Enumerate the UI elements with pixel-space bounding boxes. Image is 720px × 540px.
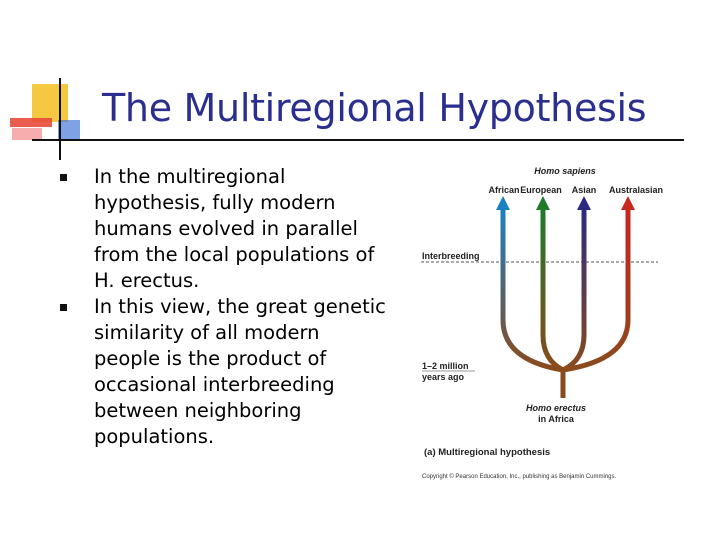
bullet-text: In the multiregional hypothesis, fully m… — [94, 165, 375, 292]
time-label-line2: years ago — [422, 372, 465, 382]
arrowhead-australasian — [621, 196, 635, 210]
bullet-item: In the multiregional hypothesis, fully m… — [60, 164, 390, 294]
branch-asian — [561, 210, 587, 373]
lineage-label-australasian: Australasian — [609, 185, 663, 195]
logo-red-bar — [10, 118, 52, 127]
bullet-item: In this view, the great genetic similari… — [60, 294, 390, 450]
branch-european — [540, 210, 565, 373]
lineage-label-african: African — [488, 185, 519, 195]
logo-red-square — [12, 128, 42, 140]
copyright-note: Copyright © Pearson Education, Inc., pub… — [422, 473, 617, 480]
branch-african — [500, 210, 564, 373]
root-label-line2: in Africa — [538, 414, 575, 424]
root-label-line1: Homo erectus — [526, 403, 586, 413]
arrowhead-african — [496, 196, 510, 210]
diagram-caption: (a) Multiregional hypothesis — [424, 447, 550, 458]
arrowhead-european — [536, 196, 550, 210]
bullet-list: In the multiregional hypothesis, fully m… — [60, 164, 390, 450]
lineage-label-european: European — [520, 185, 562, 195]
branch-australasian — [562, 210, 631, 373]
bullet-text: In this view, the great genetic similari… — [94, 295, 386, 448]
arrowhead-asian — [577, 196, 591, 210]
logo-blue-square — [58, 120, 80, 140]
multiregional-diagram: Homo sapiens African European Asian Aust… — [421, 166, 663, 480]
template-logo — [10, 78, 80, 160]
lineage-label-asian: Asian — [572, 185, 597, 195]
logo-yellow-square — [32, 84, 68, 122]
time-label-line1: 1–2 million — [422, 361, 469, 371]
title-divider — [32, 139, 684, 141]
bullet-square-icon — [60, 304, 67, 311]
homo-sapiens-label: Homo sapiens — [534, 166, 596, 176]
slide-title: The Multiregional Hypothesis — [102, 86, 647, 130]
bullet-square-icon — [60, 174, 67, 181]
interbreeding-label: Interbreeding — [422, 251, 480, 261]
